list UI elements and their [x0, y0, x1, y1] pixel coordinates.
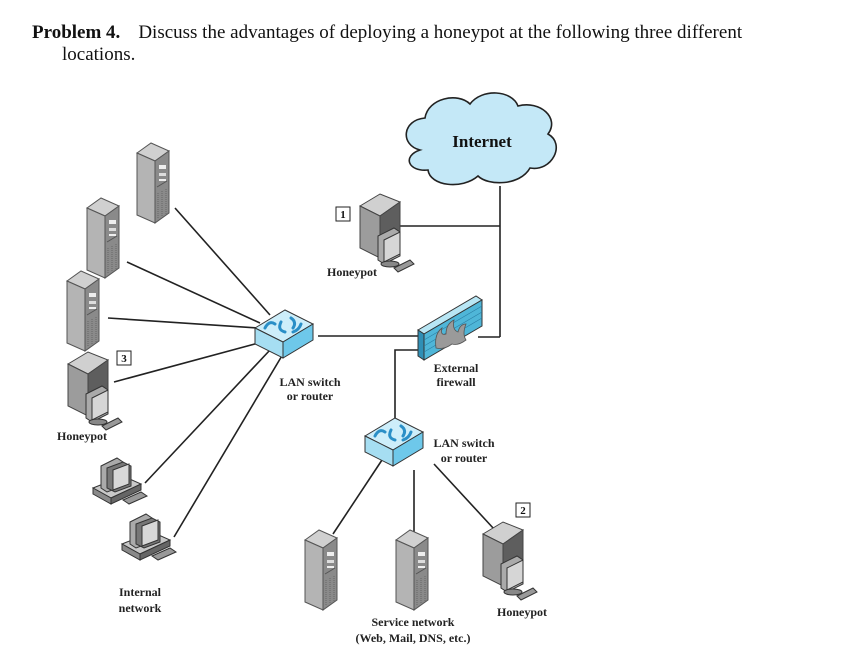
service-server-1-icon: [304, 529, 338, 611]
internet-cloud: Internet: [405, 92, 558, 186]
internal-desktop-2-icon: [121, 513, 177, 561]
link-honeypot2: [433, 463, 495, 530]
service-network-label-line1: Service network: [372, 615, 455, 629]
link-desktop1: [144, 349, 271, 484]
switch-icon: [253, 308, 315, 360]
honeypot-computer-icon: [359, 193, 415, 273]
internal-server-1-icon: [136, 142, 170, 224]
link-desktop2: [173, 353, 284, 538]
honeypot-1-label: Honeypot: [327, 265, 377, 279]
link-server-mid: [126, 261, 261, 324]
location-marker-2: [515, 502, 531, 518]
internal-desktop-1-icon: [92, 457, 148, 505]
service-switch-label-line1: LAN switch: [433, 436, 494, 450]
connection-lines: [107, 186, 501, 538]
internal-lan-switch: LAN switch or router: [253, 308, 341, 403]
service-lan-switch: LAN switch or router: [363, 416, 495, 468]
internal-switch-label-line1: LAN switch: [279, 375, 340, 389]
link-server-top: [174, 207, 271, 316]
location-number-1: 1: [340, 209, 346, 221]
problem-label: Problem 4.: [32, 22, 121, 43]
firewall-label-line2: firewall: [436, 375, 476, 389]
problem-text-line2: locations.: [62, 44, 136, 65]
problem-statement: Problem 4. Discuss the advantages of depl…: [32, 22, 852, 66]
link-firewall-service-switch: [394, 349, 418, 432]
location-number-2: 2: [520, 505, 526, 517]
link-server-low: [107, 317, 259, 329]
firewall-icon: [417, 295, 483, 361]
firewall-label-line1: External: [434, 361, 479, 375]
switch-icon: [363, 416, 425, 468]
location-marker-1: [335, 206, 351, 222]
honeypot-2: 2 Honeypot: [482, 502, 547, 619]
honeypot-3-label: Honeypot: [57, 429, 107, 443]
link-service-server1: [332, 459, 383, 535]
service-switch-label-line2: or router: [441, 451, 488, 465]
internet-label: Internet: [452, 132, 512, 151]
internal-network-label-line1: Internal: [119, 585, 162, 599]
cloud-icon: [405, 92, 558, 186]
problem-text-line1: Discuss the advantages of deploying a ho…: [138, 22, 743, 43]
honeypot-2-label: Honeypot: [497, 605, 547, 619]
location-marker-3: [116, 350, 132, 366]
location-number-3: 3: [121, 353, 127, 365]
link-honeypot3: [113, 341, 263, 383]
service-server-2-icon: [395, 529, 429, 611]
internal-server-2-icon: [86, 197, 120, 279]
internal-server-3-icon: [66, 270, 100, 352]
external-firewall: External firewall: [417, 295, 483, 389]
honeypot-3: 3 Honeypot: [57, 350, 132, 443]
internal-switch-label-line2: or router: [287, 389, 334, 403]
service-network-label-line2: (Web, Mail, DNS, etc.): [356, 631, 471, 645]
honeypot-1: 1 Honeypot: [327, 193, 415, 279]
honeypot-computer-icon: [67, 351, 123, 431]
honeypot-computer-icon: [482, 521, 538, 601]
internal-network-label-line2: network: [119, 601, 162, 615]
